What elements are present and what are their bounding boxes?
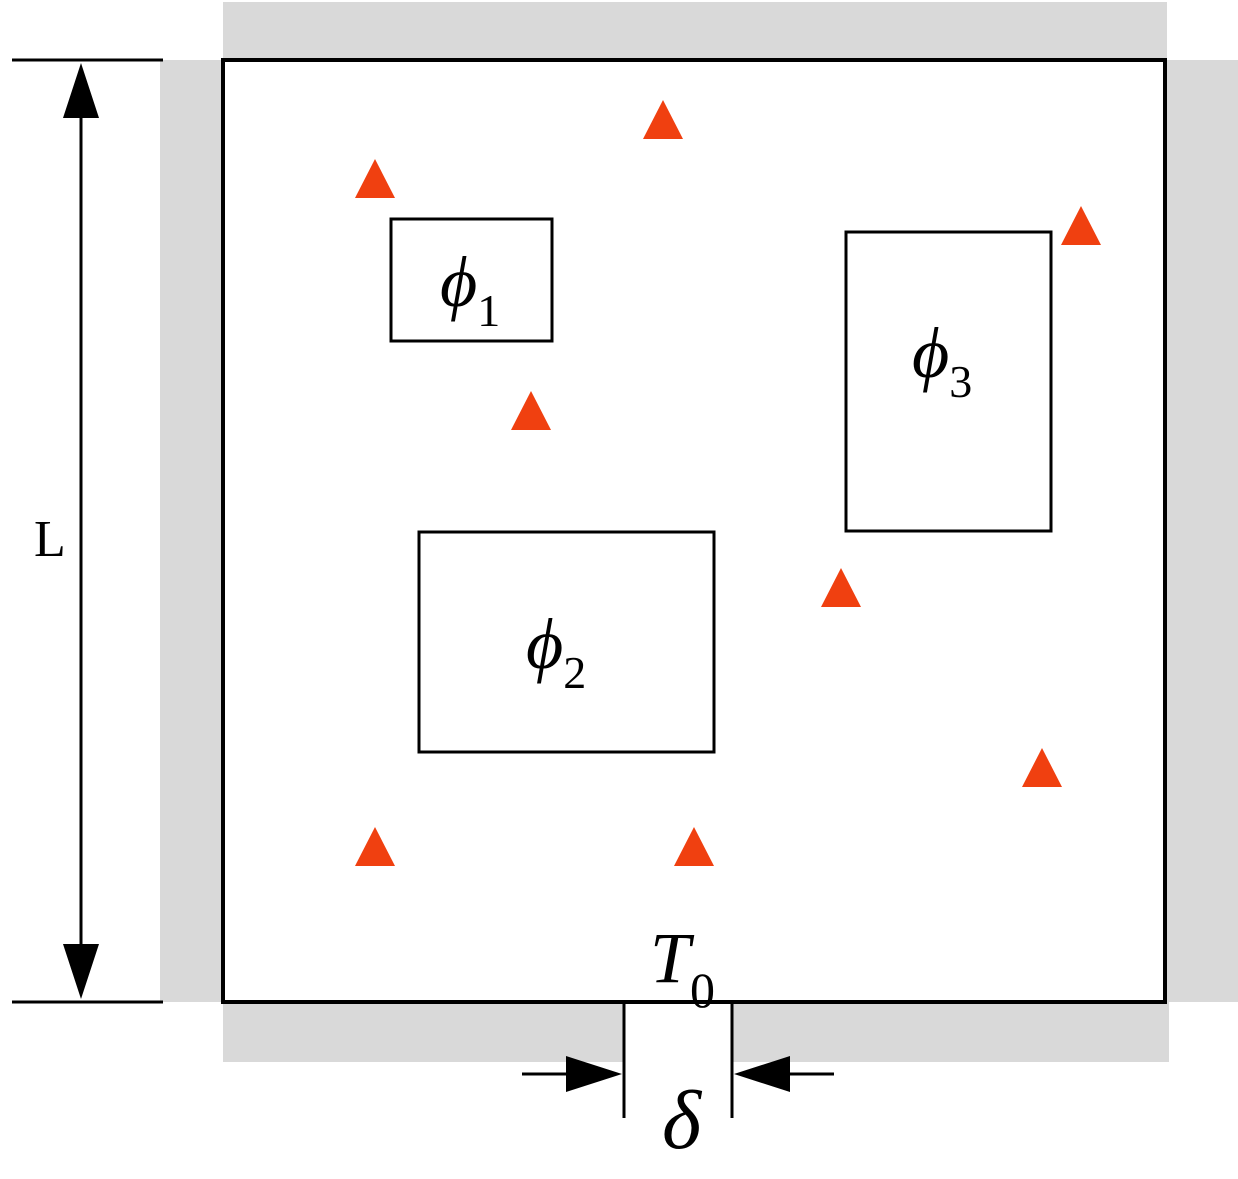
- component-1-label: ϕ1: [440, 242, 500, 336]
- arrowhead-icon: [566, 1056, 622, 1092]
- gap-dimension: [522, 1002, 834, 1118]
- triangle-icon: [355, 159, 395, 198]
- arrowhead-icon: [734, 1056, 790, 1092]
- temperature-label: T0: [650, 918, 715, 1018]
- triangle-icon: [1061, 206, 1101, 245]
- arrowhead-icon: [63, 63, 99, 118]
- triangle-icon: [674, 827, 714, 866]
- insulation-top: [223, 2, 1167, 60]
- insulation-strips: [160, 2, 1238, 1062]
- triangle-icon: [511, 391, 551, 430]
- component-1-box: [389, 217, 554, 343]
- component-3-label: ϕ3: [912, 313, 972, 407]
- gap-label: δ: [662, 1074, 703, 1167]
- marker-group: [355, 100, 1101, 866]
- triangle-icon: [821, 568, 861, 607]
- insulation-right: [1165, 60, 1238, 1002]
- triangle-icon: [1022, 748, 1062, 787]
- insulation-bottom-left: [223, 1002, 624, 1062]
- length-dimension: [12, 58, 163, 1004]
- component-2-box: [417, 530, 716, 754]
- triangle-icon: [355, 827, 395, 866]
- component-2-label: ϕ2: [526, 604, 586, 698]
- length-label: L: [34, 511, 66, 568]
- arrowhead-icon: [63, 944, 99, 999]
- insulation-left: [160, 60, 223, 1002]
- component-3-box: [844, 230, 1053, 533]
- insulation-bottom-right: [732, 1002, 1169, 1062]
- triangle-icon: [643, 100, 683, 139]
